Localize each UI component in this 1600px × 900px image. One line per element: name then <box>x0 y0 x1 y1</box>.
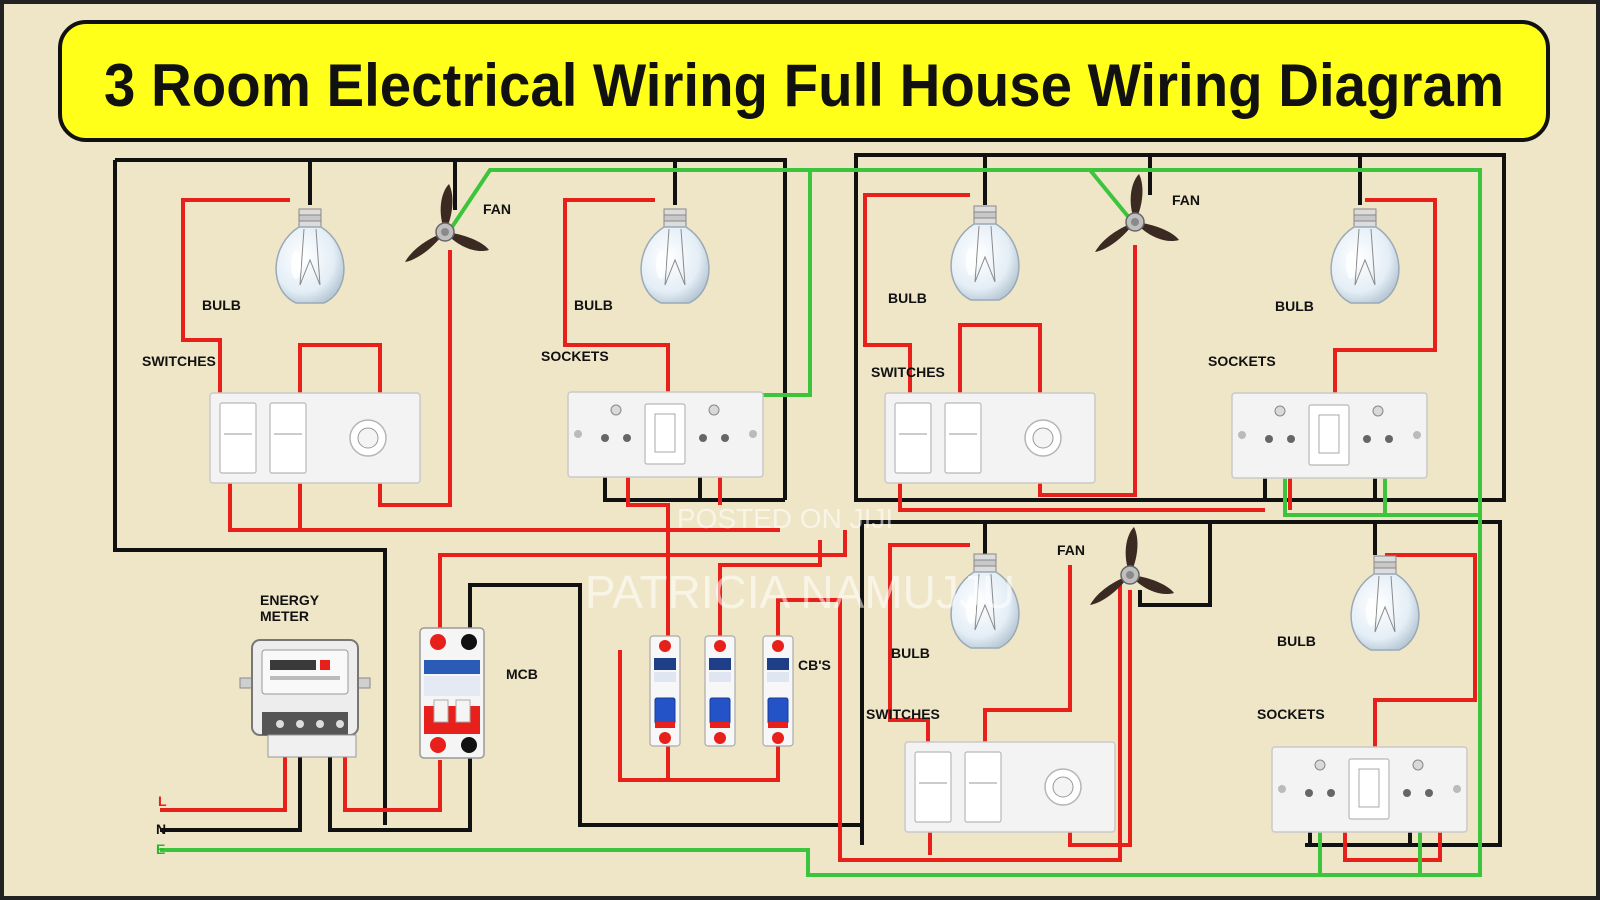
fan-label: FAN <box>1172 192 1200 208</box>
bulb-icon <box>1330 208 1400 304</box>
watermark-line2: PATRICIA NAMUJJU <box>585 566 1015 618</box>
mcb-label: MCB <box>506 666 538 682</box>
energy-meter-label: ENERGY <box>260 592 320 608</box>
circuit-breaker-icon <box>704 635 736 747</box>
bulb-label: BULB <box>888 290 927 306</box>
switchboard-icon <box>884 392 1096 484</box>
neutral-label: N <box>156 821 166 837</box>
energy-meter-icon <box>239 639 371 758</box>
watermark-line1: POSTED ON JIJI <box>677 503 893 534</box>
bulb-icon <box>640 208 710 304</box>
circuit-breaker-icon <box>649 635 681 747</box>
bulb-label: BULB <box>1275 298 1314 314</box>
live-label: L <box>158 793 167 809</box>
switchboard-icon <box>209 392 421 484</box>
earth-label: E <box>156 841 165 857</box>
switches-label: SWITCHES <box>142 353 216 369</box>
bulb-icon <box>1350 555 1420 651</box>
page-title: 3 Room Electrical Wiring Full House Wiri… <box>104 52 1504 119</box>
live-wires <box>160 193 1477 862</box>
bulb-label: BULB <box>574 297 613 313</box>
neutral-wires <box>113 153 1506 847</box>
fan-label: FAN <box>483 201 511 217</box>
ceiling-fan-icon <box>404 183 490 263</box>
socket-board-icon <box>1271 746 1468 833</box>
socket-board-icon <box>1231 392 1428 479</box>
socket-board-icon <box>567 391 764 478</box>
switchboard-icon <box>904 741 1116 833</box>
circuit-breaker-icon <box>762 635 794 747</box>
sockets-label: SOCKETS <box>1257 706 1325 722</box>
sockets-label: SOCKETS <box>1208 353 1276 369</box>
title-banner <box>58 20 1550 142</box>
bulb-label: BULB <box>202 297 241 313</box>
bulb-icon <box>950 205 1020 301</box>
bulb-label: BULB <box>891 645 930 661</box>
fan-label: FAN <box>1057 542 1085 558</box>
switches-label: SWITCHES <box>871 364 945 380</box>
mcb-icon <box>419 627 485 759</box>
bulb-label: BULB <box>1277 633 1316 649</box>
ceiling-fan-icon <box>1094 173 1180 253</box>
sockets-label: SOCKETS <box>541 348 609 364</box>
bulb-icon <box>275 208 345 304</box>
cbs-label: CB'S <box>798 657 831 673</box>
switches-label: SWITCHES <box>866 706 940 722</box>
energy-meter-label: METER <box>260 608 309 624</box>
